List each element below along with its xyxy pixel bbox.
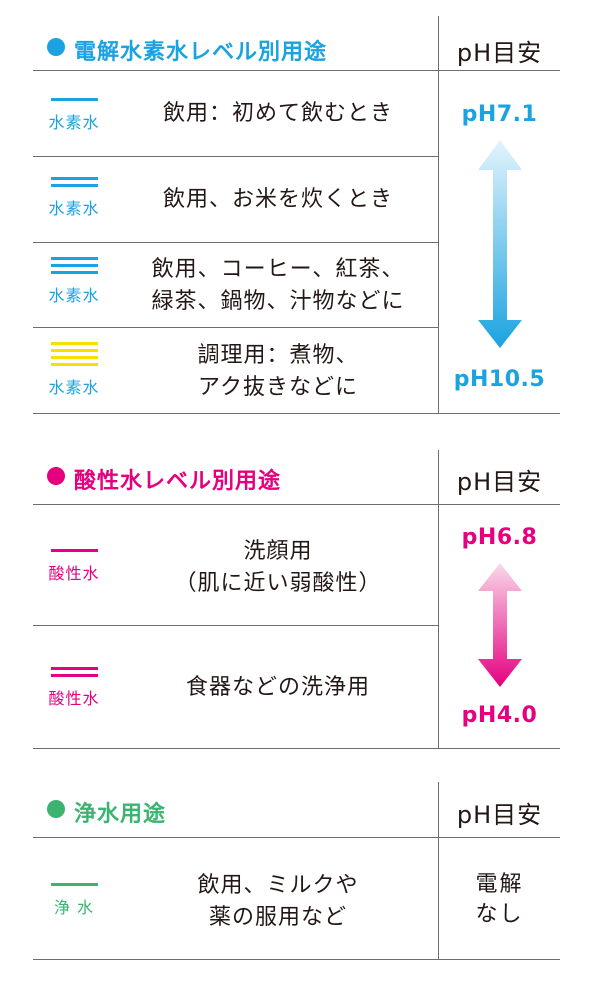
hydrogen-level-3-icon: 水素水 [36,257,112,306]
hydrogen-level-1-icon: 水素水 [36,98,112,133]
column-divider [438,782,439,959]
ph-header: pH目安 [456,801,543,829]
ph-bottom-value: pH4.0 [461,703,538,728]
section-title: 酸性水レベル別用途 [74,469,282,494]
divider [33,837,560,838]
use-description: 飲用、コーヒー、紅茶、 緑茶、鍋物、汁物などに [151,257,405,314]
divider [33,242,438,243]
ph-header: pH目安 [456,39,543,67]
divider [33,327,438,328]
acidic-level-1-icon: 酸性水 [36,549,112,584]
ph-none-note: 電解 なし [475,872,524,927]
divider [33,748,560,749]
ph-top-value: pH7.1 [461,102,538,127]
use-description: 調理用：煮物、 アク抜きなどに [197,343,359,400]
divider [33,70,560,71]
divider [33,413,560,414]
use-description: 飲用、ミルクや 薬の服用など [197,873,359,930]
bullet-dot-icon [47,467,65,485]
hydrogen-level-2-icon: 水素水 [36,177,112,219]
column-divider [438,450,439,748]
bullet-dot-icon [47,38,65,56]
double-arrow-icon [478,140,522,348]
column-divider [438,16,439,413]
ph-top-value: pH6.8 [461,525,538,550]
divider [33,156,438,157]
section-title: 浄水用途 [74,802,167,827]
use-description: 食器などの洗浄用 [185,675,370,700]
divider [33,959,560,960]
use-description: 飲用：初めて飲むとき [162,101,393,126]
bullet-dot-icon [47,800,65,818]
use-description: 洗顔用 （肌に近い弱酸性） [174,539,382,596]
use-description: 飲用、お米を炊くとき [162,187,393,212]
divider [33,504,560,505]
section-title: 電解水素水レベル別用途 [74,40,328,65]
purified-icon: 浄 水 [36,883,112,918]
double-arrow-icon [478,563,522,687]
ph-bottom-value: pH10.5 [453,367,546,392]
ph-header: pH目安 [456,468,543,496]
acidic-level-2-icon: 酸性水 [36,667,112,709]
divider [33,625,438,626]
hydrogen-level-4-icon: 水素水 [36,342,112,398]
